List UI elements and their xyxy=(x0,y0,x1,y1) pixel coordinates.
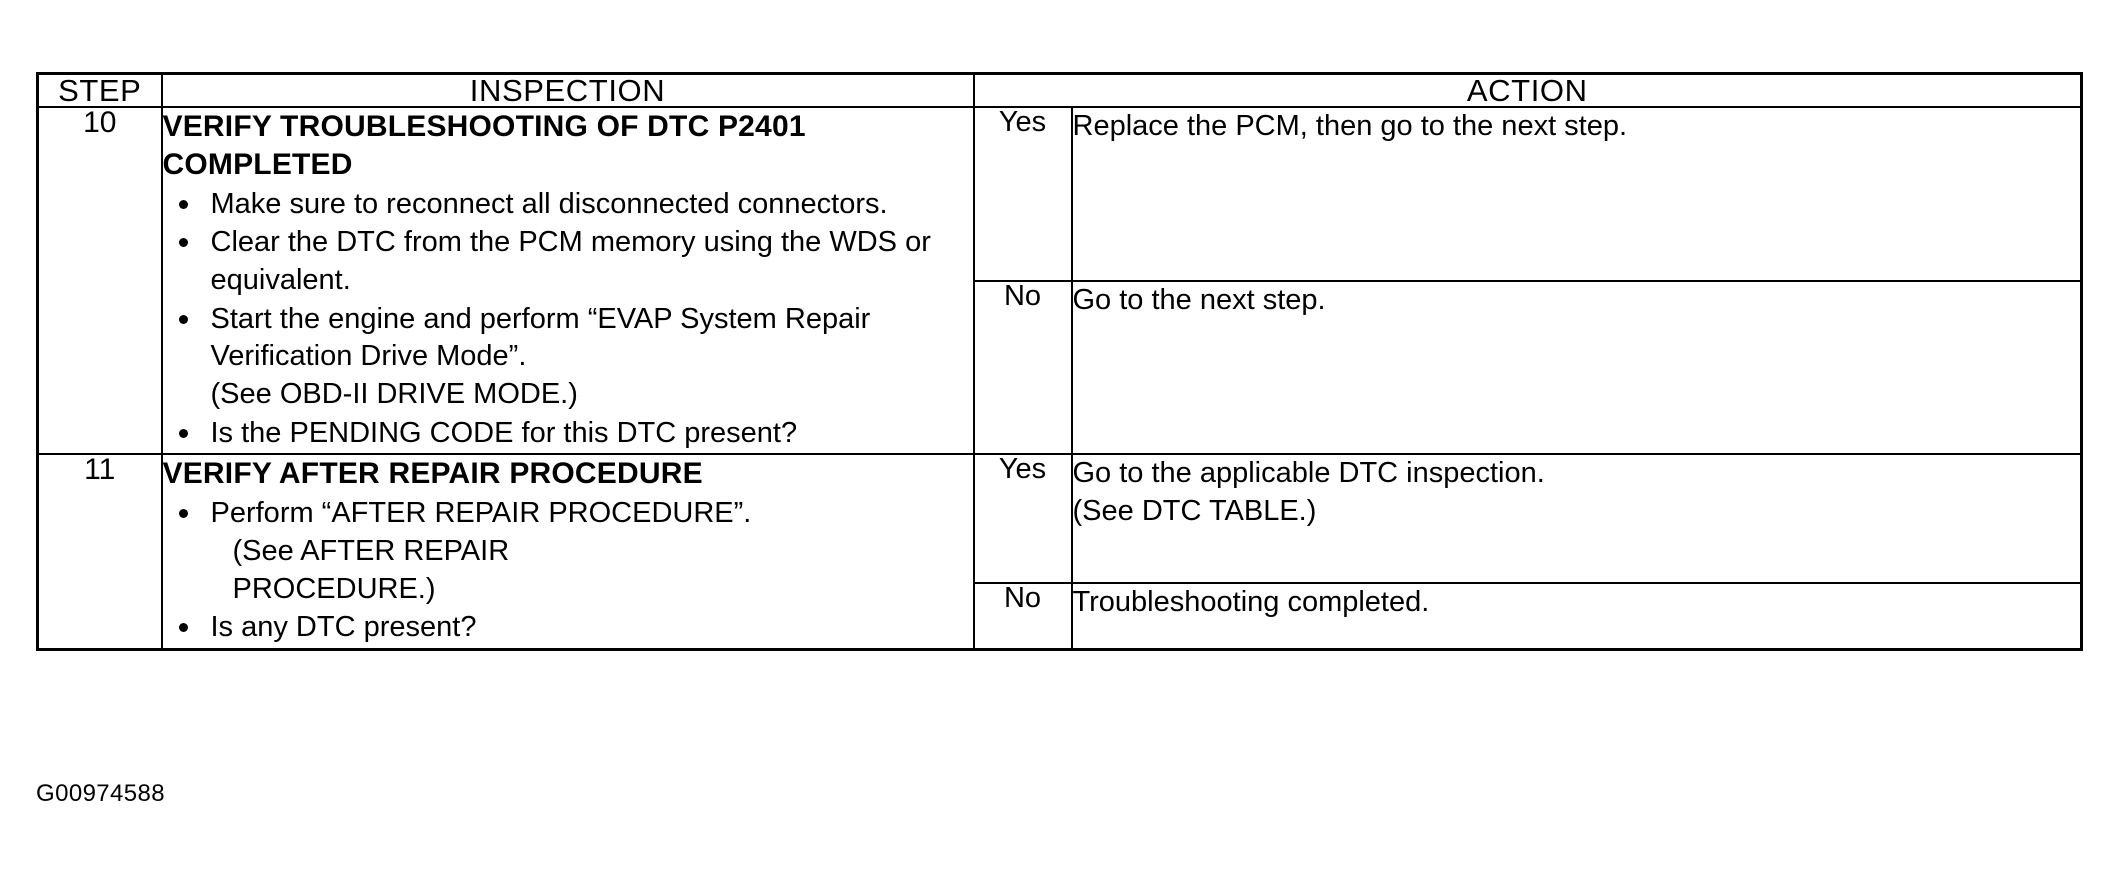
inspection-title-10: VERIFY TROUBLESHOOTING OF DTC P2401 COMP… xyxy=(162,110,806,181)
list-item: Make sure to reconnect all disconnected … xyxy=(163,186,973,224)
bullet-dot-icon xyxy=(178,623,188,633)
outcome-answer-no-10: No xyxy=(972,279,1073,456)
table-row: No Troubleshooting completed. xyxy=(38,581,2083,651)
outcome-answer-no-11: No xyxy=(972,581,1073,651)
bullet-text: Start the engine and perform “EVAP Syste… xyxy=(210,302,871,373)
outcome-answer-yes-10: Yes xyxy=(972,106,1073,282)
outcome-action-no-11: Troubleshooting completed. xyxy=(1070,581,2083,651)
column-header-inspection: INSPECTION xyxy=(160,72,975,108)
inspection-title-11: VERIFY AFTER REPAIR PROCEDURE xyxy=(162,457,703,491)
bullet-text: Clear the DTC from the PCM memory using … xyxy=(210,226,931,296)
bullet-reference-note: (See AFTER REPAIR xyxy=(232,534,510,567)
action-reference-note: (See DTC TABLE.) xyxy=(1072,495,1317,528)
column-header-action: ACTION xyxy=(972,72,2083,108)
action-line: Replace the PCM, then go to the next ste… xyxy=(1072,110,1628,142)
list-item: Perform “AFTER REPAIR PROCEDURE”. (See A… xyxy=(163,495,973,608)
table-row: 10 VERIFY TROUBLESHOOTING OF DTC P2401 C… xyxy=(36,105,2083,456)
bullet-reference-note: (See OBD-II DRIVE MODE.) xyxy=(210,378,578,411)
action-line: Go to the applicable DTC inspection. xyxy=(1072,457,1545,490)
list-item: Clear the DTC from the PCM memory using … xyxy=(163,224,973,299)
inspection-cell-10: VERIFY TROUBLESHOOTING OF DTC P2401 COMP… xyxy=(160,105,975,456)
figure-id-label: G00974588 xyxy=(36,780,166,807)
list-item: Is any DTC present? xyxy=(163,609,973,647)
bullet-dot-icon xyxy=(178,199,188,209)
table-header-row: STEP INSPECTION ACTION xyxy=(36,72,2083,108)
list-item: Is the PENDING CODE for this DTC present… xyxy=(163,415,973,453)
bullet-dot-icon xyxy=(178,238,188,248)
outcome-answer-yes-11: Yes xyxy=(972,453,1073,584)
bullet-dot-icon xyxy=(178,509,188,519)
action-line: Go to the next step. xyxy=(1072,283,1326,316)
outcome-action-yes-10: Replace the PCM, then go to the next ste… xyxy=(1070,106,2083,282)
bullet-reference-note-cont: PROCEDURE.) xyxy=(232,572,436,605)
step-number-11: 11 xyxy=(36,453,163,651)
bullet-text: Make sure to reconnect all disconnected … xyxy=(210,187,888,220)
outcome-action-no-10: Go to the next step. xyxy=(1070,279,2083,456)
diagnostic-step-table: STEP INSPECTION ACTION 10 VERIFY TROUBLE… xyxy=(36,72,2083,651)
bullet-text: Perform “AFTER REPAIR PROCEDURE”. xyxy=(210,497,752,530)
step-number-10: 10 xyxy=(36,105,163,456)
inspection-cell-11: VERIFY AFTER REPAIR PROCEDURE Perform “A… xyxy=(160,453,975,651)
outcome-action-yes-11: Go to the applicable DTC inspection. (Se… xyxy=(1070,453,2083,584)
table-row: 11 VERIFY AFTER REPAIR PROCEDURE Perform… xyxy=(36,453,2083,651)
column-header-step: STEP xyxy=(36,72,163,108)
bullet-dot-icon xyxy=(178,314,188,324)
list-item: Start the engine and perform “EVAP Syste… xyxy=(163,301,973,414)
table-row: No Go to the next step. xyxy=(38,279,2083,456)
action-line: Troubleshooting completed. xyxy=(1072,585,1430,618)
bullet-dot-icon xyxy=(178,428,188,438)
bullet-text: Is any DTC present? xyxy=(210,611,477,644)
bullet-text: Is the PENDING CODE for this DTC present… xyxy=(210,416,798,449)
inspection-bullet-list-11: Perform “AFTER REPAIR PROCEDURE”. (See A… xyxy=(163,495,973,647)
inspection-bullet-list-10: Make sure to reconnect all disconnected … xyxy=(163,186,973,453)
